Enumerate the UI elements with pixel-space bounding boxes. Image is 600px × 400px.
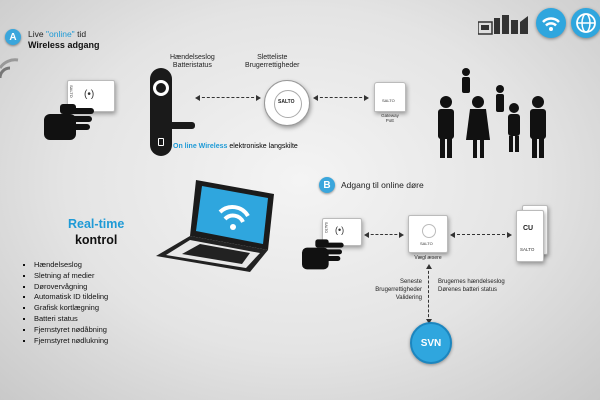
vaeglaesere-label: Vægl æsere [414, 255, 442, 261]
feature-item: Dørovervågning [34, 282, 108, 293]
building-icon [478, 15, 528, 35]
gateway-label-2: PoE [385, 118, 395, 123]
wall-reader-brand: SALTO [420, 241, 433, 246]
label-top-left: Hændelseslog Batteristatus [170, 54, 215, 70]
title-online: "online" [45, 29, 75, 39]
contactless-b-icon: (•) [335, 225, 345, 235]
wifi-edge-icon [0, 58, 19, 79]
title-suffix: tid [74, 29, 87, 39]
svn-badge: SVN [410, 322, 452, 364]
realtime-heading: Real-time kontrol [68, 216, 124, 248]
reader-b-brand: SALTO [324, 222, 328, 234]
wall-reader: SALTO [408, 215, 448, 253]
realtime-line-2: kontrol [74, 233, 118, 247]
cu-device: CU SALTO [516, 210, 544, 262]
people-icon [438, 68, 546, 158]
b-right-labels: Brugernes hændelseslog Dørenes batteri s… [438, 278, 505, 294]
section-b-title: Adgang til online døre [341, 180, 424, 190]
realtime-line-1: Real-time [68, 217, 125, 231]
section-a-title: Live "online" tid Wireless adgang [28, 29, 99, 51]
rf-node-inner [274, 90, 302, 118]
feature-item: Batteri status [34, 314, 108, 325]
label-brugerrettigheder: Brugerrettigheder [245, 62, 300, 69]
arrow-handle-node [195, 95, 261, 101]
cu-brand: SALTO [520, 247, 535, 252]
reader-brand: SALTO [69, 85, 74, 98]
section-a-subtitle: Wireless adgang [28, 40, 100, 50]
label-batteristatus: Batteristatus [172, 62, 212, 69]
globe-circle [571, 8, 600, 38]
section-b-badge: B [319, 177, 335, 193]
label-validering: Validering [395, 295, 422, 301]
gateway-label: Gateway PoE [370, 113, 410, 123]
online-wireless-caption: On line Wireless elektroniske langskilte [173, 143, 298, 150]
title-prefix: Live [28, 29, 46, 39]
arrow-wallreader-svn [426, 264, 432, 324]
feature-item: Automatisk ID tildeling [34, 292, 108, 303]
label-top-right: Sletteliste Brugerrettigheder [245, 54, 299, 70]
card-reader-b: SALTO (•) [322, 218, 362, 246]
lock-handle-icon [150, 68, 195, 156]
label-sletteliste: Sletteliste [257, 54, 288, 61]
label-haendelseslog: Hændelseslog [170, 54, 215, 61]
gateway-label-1: Gateway [381, 113, 399, 118]
section-a-badge: A [5, 29, 21, 45]
arrow-node-gateway [313, 95, 369, 101]
label-brugernes-haendelseslog: Brugernes hændelseslog [438, 279, 505, 285]
wifi-circle [536, 8, 566, 38]
arrow-reader-wallreader [364, 232, 404, 238]
rf-node-brand: SALTO [278, 99, 295, 105]
feature-item: Sletning af medier [34, 271, 108, 282]
globe-icon [576, 13, 596, 33]
label-b-brugerrettigheder: Brugerrettigheder [375, 287, 422, 293]
feature-item: Grafisk kortlægning [34, 303, 108, 314]
cu-label: CU [523, 225, 534, 232]
label-seneste: Seneste [399, 279, 422, 285]
label-batteri-status: Dørenes batteri status [438, 287, 498, 293]
online-rest-text: elektroniske langskilte [227, 143, 298, 150]
laptop-icon [156, 180, 274, 272]
svn-label: SVN [420, 337, 442, 349]
wall-reader-circle [422, 224, 436, 238]
feature-item: Fjernstyret nødlukning [34, 336, 108, 347]
b-left-labels: Seneste Brugerrettigheder Validering [352, 278, 422, 302]
contactless-icon: (•) [84, 89, 95, 100]
gateway-device: SALTO [374, 82, 406, 112]
online-wireless-text: On line Wireless [173, 143, 228, 150]
hand-icon [44, 104, 94, 140]
rf-node: SALTO [264, 80, 310, 126]
arrow-wallreader-cu [450, 232, 512, 238]
feature-item: Hændelseslog [34, 260, 108, 271]
wifi-icon [542, 17, 560, 31]
hand-b-icon [302, 239, 344, 270]
gateway-brand: SALTO [382, 98, 395, 103]
feature-item: Fjernstyret nødåbning [34, 325, 108, 336]
feature-list: HændelseslogSletning af medierDørovervåg… [24, 260, 108, 346]
